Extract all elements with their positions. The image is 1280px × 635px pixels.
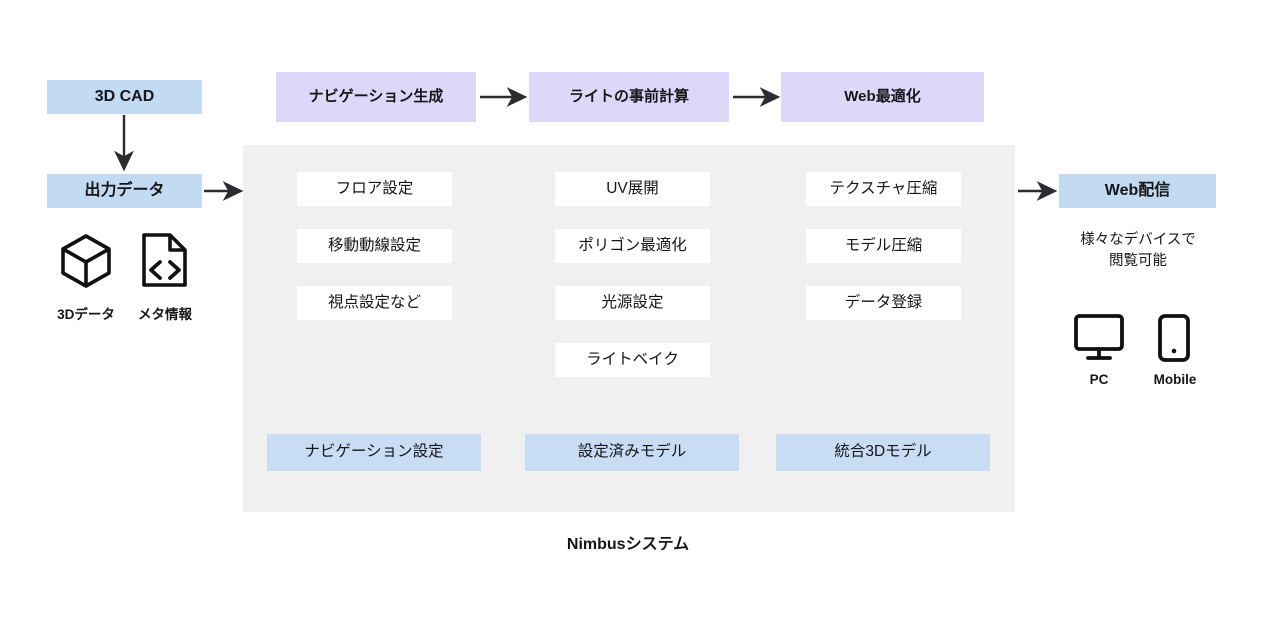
result-configured-model[interactable]: 設定済みモデル [525,434,739,471]
pipeline-step-weboptimize[interactable]: Web最適化 [781,72,984,122]
task-light-source-setting[interactable]: 光源設定 [555,286,710,320]
asset-label-3ddata: 3Dデータ [41,303,131,323]
cube-icon [61,234,111,288]
asset-label-meta: メタ情報 [119,303,211,323]
source-box-label: 3D CAD [94,88,155,106]
task-viewpoint-setting[interactable]: 視点設定など [297,286,452,320]
task-uv-unwrap[interactable]: UV展開 [555,172,710,206]
result-navigation-settings-label: ナビゲーション設定 [304,443,444,461]
task-data-registration-label: データ登録 [844,293,923,311]
task-data-registration[interactable]: データ登録 [806,286,961,320]
task-floor-setting-label: フロア設定 [335,179,414,197]
pipeline-step-navigation-label: ナビゲーション生成 [308,88,444,105]
task-movement-line-setting[interactable]: 移動動線設定 [297,229,452,263]
task-viewpoint-setting-label: 視点設定など [327,293,421,311]
web-delivery-box[interactable]: Web配信 [1059,174,1216,208]
task-light-bake-label: ライトベイク [586,350,679,368]
device-label-pc: PC [1069,372,1129,387]
pipeline-step-lighting[interactable]: ライトの事前計算 [529,72,729,122]
task-model-compression-label: モデル圧縮 [844,236,923,254]
pipeline-step-weboptimize-label: Web最適化 [844,88,921,105]
result-integrated-3d-model-label: 統合3Dモデル [834,443,932,461]
result-navigation-settings[interactable]: ナビゲーション設定 [267,434,481,471]
result-configured-model-label: 設定済みモデル [577,443,687,461]
device-availability-note-line1: 様々なデバイスで [1080,232,1196,248]
result-integrated-3d-model[interactable]: 統合3Dモデル [776,434,990,471]
monitor-icon [1074,314,1124,360]
task-light-bake[interactable]: ライトベイク [555,343,710,377]
device-label-pc-text: PC [1089,372,1109,387]
task-movement-line-setting-label: 移動動線設定 [327,236,421,254]
output-data-label: 出力データ [84,182,165,200]
task-model-compression[interactable]: モデル圧縮 [806,229,961,263]
output-data-box[interactable]: 出力データ [47,174,202,208]
task-light-source-setting-label: 光源設定 [601,293,664,311]
task-polygon-optimize[interactable]: ポリゴン最適化 [555,229,710,263]
asset-label-meta-text: メタ情報 [138,307,192,322]
task-floor-setting[interactable]: フロア設定 [297,172,452,206]
source-box-3dcad[interactable]: 3D CAD [47,80,202,114]
pipeline-step-navigation[interactable]: ナビゲーション生成 [276,72,476,122]
pipeline-step-lighting-label: ライトの事前計算 [568,88,689,105]
panel-caption-text: Nimbusシステム [566,536,690,553]
device-label-mobile-text: Mobile [1153,372,1197,387]
panel-caption: Nimbusシステム [478,530,778,554]
task-texture-compression[interactable]: テクスチャ圧縮 [806,172,961,206]
task-texture-compression-label: テクスチャ圧縮 [829,179,938,197]
asset-label-3ddata-text: 3Dデータ [57,307,115,322]
file-code-icon [142,233,187,287]
phone-icon [1158,314,1190,362]
device-availability-note-line2: 閲覧可能 [1109,253,1167,270]
task-polygon-optimize-label: ポリゴン最適化 [578,236,687,254]
task-uv-unwrap-label: UV展開 [606,179,659,197]
device-label-mobile: Mobile [1140,372,1210,387]
web-delivery-label: Web配信 [1104,182,1171,200]
device-availability-note: 様々なデバイスで 閲覧可能 [1047,230,1229,272]
